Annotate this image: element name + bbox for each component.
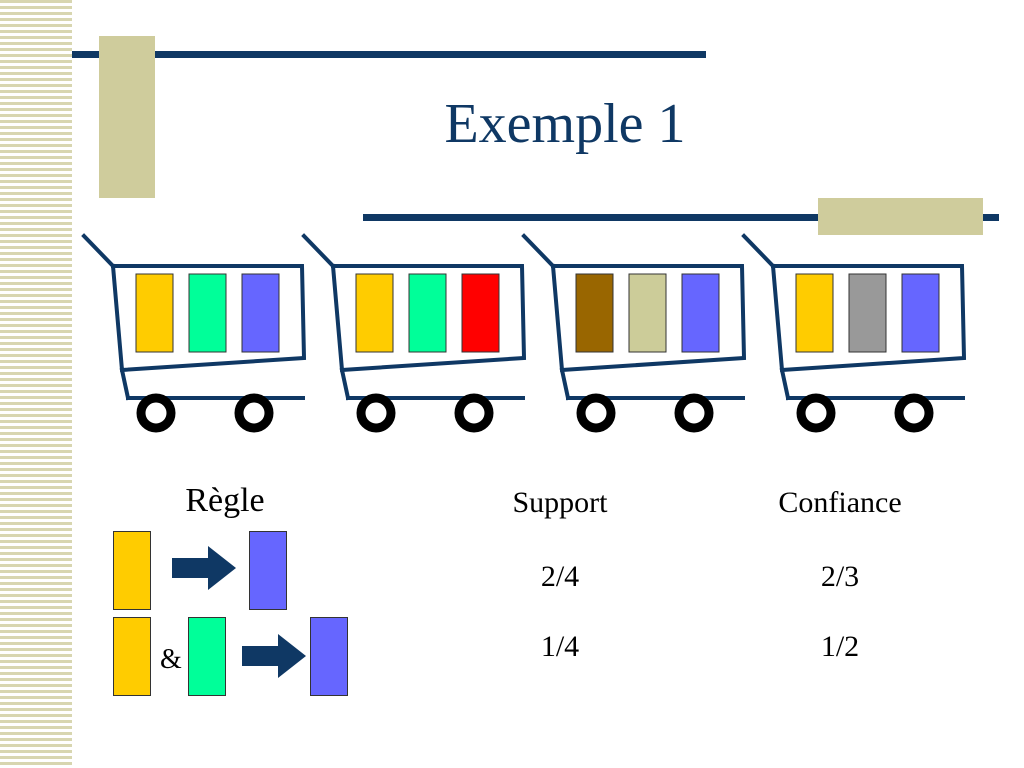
rule2-support: 1/4: [540, 630, 580, 663]
cart-frame: [779, 367, 791, 401]
rule2-consequent-item: [310, 617, 348, 696]
rule2-antecedent-item-1: [113, 617, 151, 696]
cart-item: [355, 273, 394, 353]
cart-item: [848, 273, 887, 353]
cart-handle: [81, 233, 116, 269]
cart-handle: [521, 233, 556, 269]
cart-wheel: [454, 393, 494, 433]
rule2-confidence: 1/2: [820, 630, 860, 663]
cart-frame: [119, 367, 131, 401]
cart-item: [461, 273, 500, 353]
rule1-consequent-item: [249, 531, 287, 610]
cart-handle: [741, 233, 776, 269]
cart-wheel: [674, 393, 714, 433]
rule2-antecedent-item-2: [188, 617, 226, 696]
cart-basket: [550, 263, 747, 373]
slide-title: Exemple 1: [444, 93, 686, 155]
cart-item: [188, 273, 227, 353]
cart-basket: [110, 263, 307, 373]
rule2-connector: &: [160, 644, 182, 675]
cart-wheel: [576, 393, 616, 433]
title-top-rule: [72, 51, 706, 58]
rule1-arrow-icon: [172, 546, 236, 590]
rule-accent-block: [818, 198, 983, 235]
rule1-antecedent-item: [113, 531, 151, 610]
rule1-support: 2/4: [540, 560, 580, 593]
cart-basket: [770, 263, 967, 373]
rule-column-header: Règle: [185, 482, 265, 519]
cart-item: [241, 273, 280, 353]
cart-wheel: [356, 393, 396, 433]
rule2-arrow-icon: [242, 634, 306, 678]
cart-handle: [301, 233, 336, 269]
cart-item: [408, 273, 447, 353]
left-stripe-decoration: [0, 0, 72, 768]
cart-frame: [559, 367, 571, 401]
cart-item: [628, 273, 667, 353]
cart-frame: [339, 367, 351, 401]
cart-wheel: [136, 393, 176, 433]
cart-wheel: [894, 393, 934, 433]
cart-wheel: [796, 393, 836, 433]
cart-basket: [330, 263, 527, 373]
title-bottom-rule: [363, 214, 999, 221]
cart-wheel: [234, 393, 274, 433]
cart-item: [901, 273, 940, 353]
confidence-column-header: Confiance: [778, 486, 902, 519]
title-accent-block: [99, 36, 155, 198]
cart-item: [681, 273, 720, 353]
cart-item: [795, 273, 834, 353]
cart-item: [575, 273, 614, 353]
rule1-confidence: 2/3: [820, 560, 860, 593]
cart-item: [135, 273, 174, 353]
support-column-header: Support: [512, 486, 608, 519]
